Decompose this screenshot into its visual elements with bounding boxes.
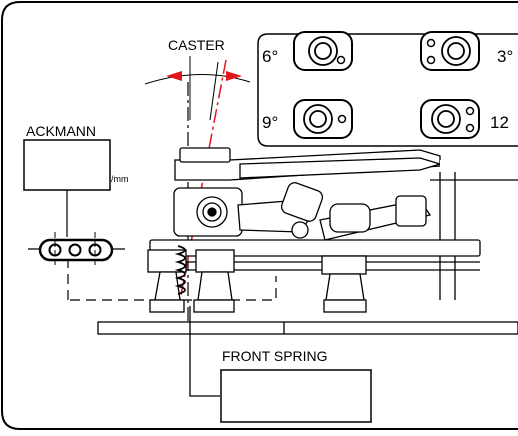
ackmann-plate-icon [28,232,125,268]
caster-option-9deg-label: 9° [262,113,279,132]
ackmann-leader [66,190,277,301]
caster-block-9deg[interactable] [293,99,353,139]
suspension-mechanism [97,147,518,335]
ackmann-label: ACKMANN [26,123,97,139]
caster-block-3deg[interactable] [420,31,480,71]
caster-option-3deg-label: 3° [497,47,514,66]
caster-option-12deg-label: 12 [490,113,509,132]
front-spring-leader [189,306,220,397]
ackmann-input-box[interactable] [23,139,111,191]
caster-axis-line [179,59,227,301]
caster-option-6deg-label: 6° [262,47,279,66]
caster-angle-indicator [144,56,251,121]
ackmann-unit-label: /mm [111,174,129,184]
caster-label: CASTER [168,37,225,53]
front-spring-input-box[interactable] [220,369,372,423]
caster-block-6deg[interactable] [293,31,353,71]
front-spring-label: FRONT SPRING [222,348,328,364]
caster-block-12deg[interactable] [420,99,480,139]
